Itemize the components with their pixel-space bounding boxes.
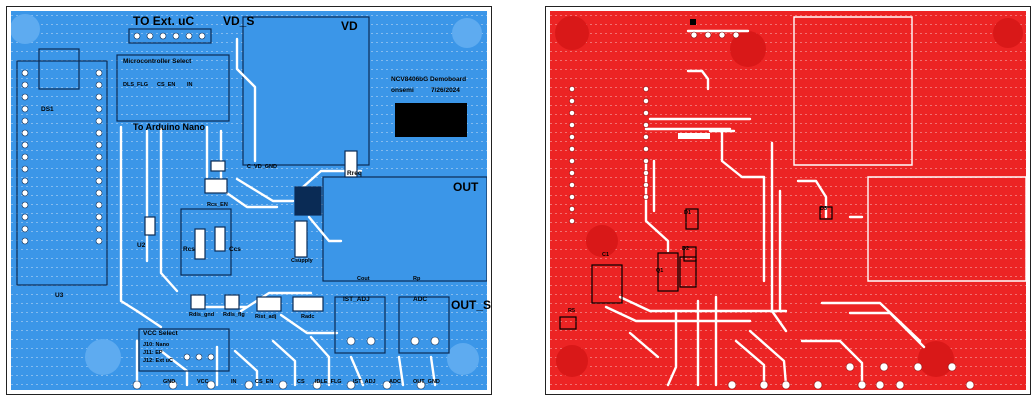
top-copper-layer: TO Ext. uC VD_S VD OUT OUT_S NCV8406bG D… [6,6,492,395]
pin-label-vcc: VCC [197,379,209,385]
mounting-hole [993,18,1023,48]
mcu-jumper-label: DLS_FLG [123,82,149,88]
mcu-select-box [116,54,230,122]
bottom-copper-layer: C1 R5 Q1 D1 D2 D3 [545,6,1031,395]
bottom-d3-label: D3 [820,206,828,212]
adc-label: ADC [413,296,428,303]
r-adc-label: Radc [301,314,315,320]
mounting-hole [730,31,766,67]
r-out-label: Rp [413,276,421,282]
mounting-hole [11,14,40,44]
c-vd-gnd-label: C_VD_GND [247,164,277,170]
u2-label: U2 [137,242,146,249]
title-block [395,103,467,137]
pin-label-in: IN [231,379,237,385]
bottom-d2-label: D2 [682,246,690,252]
vcc-select-row: J12: Ext uC [143,358,173,364]
mounting-hole [85,339,121,375]
pin-label-cs-en: CS_EN [255,379,274,385]
vcc-select-title: VCC Select [143,330,178,337]
mcu-select-title: Microcontroller Select [123,58,192,65]
vd-label: VD [341,19,358,33]
r-ist-label: Rist_adj [255,314,277,320]
top-copper-art [11,11,487,390]
rcs-ccs-box [180,208,232,276]
board-company: onsemi [391,87,414,94]
pin-label-ist-adj: IST_ADJ [353,379,376,385]
vcc-select-row: J10: Nano [143,342,170,348]
c-supply-label: Csupply [291,258,313,264]
ext-uc-header [128,28,212,44]
arduino-label: To Arduino Nano [133,122,205,132]
copper-pour [550,11,1026,390]
mounting-hole [447,343,479,375]
mounting-hole [556,345,588,377]
vd-pad [242,16,370,166]
ist-adj-label: IST_ADJ [343,296,370,303]
board-date: 7/26/2024 [431,87,460,94]
bottom-d1-label: D1 [684,210,692,216]
out-pad [322,176,487,282]
pin-label-adc: ADC [389,379,401,385]
r-dls-flg-label: Rdls_flg [223,312,245,318]
mounting-hole [918,341,954,377]
bottom-c1-label: C1 [602,252,610,258]
bottom-r-label: R5 [568,308,576,314]
r-dls-gnd-label: Rdls_gnd [189,312,215,318]
mounting-hole [586,225,618,257]
u1-label: DS1 [41,106,54,113]
u3-label: U3 [55,292,64,299]
bottom-copper-art [550,11,1026,390]
c-cs-label: Ccs [229,246,241,253]
mcu-jumper-label: IN [187,82,193,88]
mounting-hole [555,16,589,50]
r-cs-label: Rcs [183,246,195,253]
r-cs-en-label: Rcs_EN [207,202,228,208]
usb-outline [38,48,80,90]
ext-uc-label: TO Ext. uC [133,14,195,28]
pin-label-gnd: GND [163,379,176,385]
pin-label-idle-flg: IDLE_FLG [315,379,342,385]
vcc-select-row: J11: EP [143,350,163,356]
pin-label-out-gnd: OUT_GND [413,379,440,385]
mcu-jumper-label: CS_EN [157,82,176,88]
board-title: NCV8406bG Demoboard [391,76,467,83]
vd-s-label: VD_S [223,14,255,28]
c-out-label: Cout [357,276,370,282]
mounting-hole [452,18,482,48]
out-label: OUT [453,180,479,194]
out-s-label: OUT_S [451,298,492,312]
nano-footprint [16,60,108,286]
bottom-q1-label: Q1 [656,268,664,274]
pin-label-cs: CS [297,379,305,385]
r-req-label: Rreq [347,170,362,177]
